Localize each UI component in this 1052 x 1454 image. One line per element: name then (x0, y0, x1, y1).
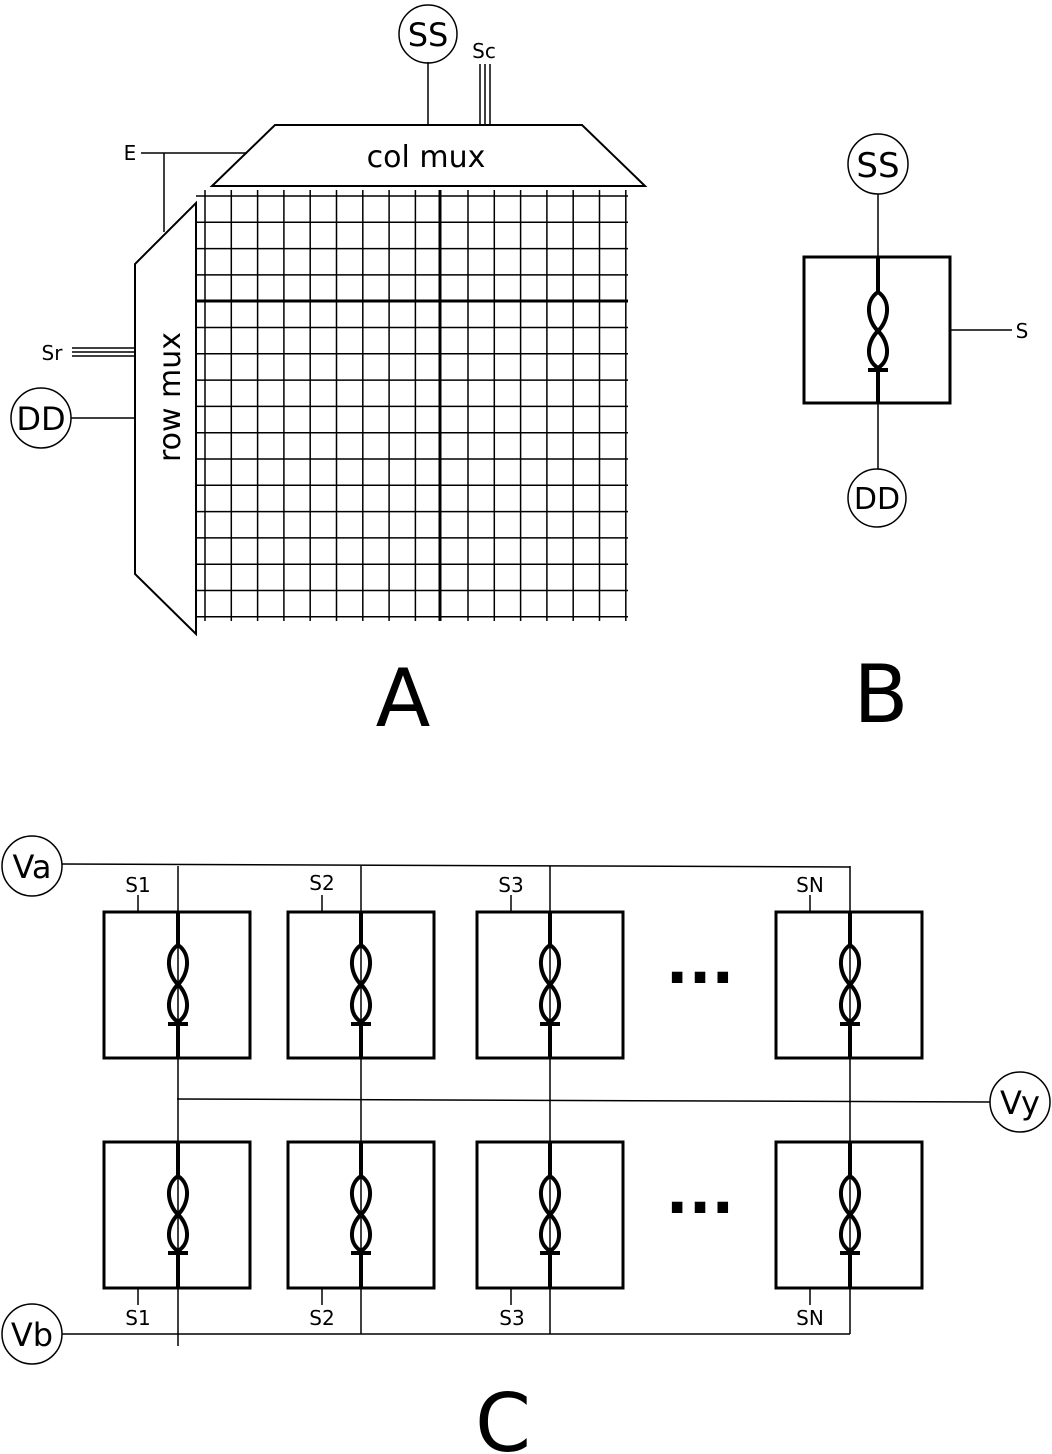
ss-label: SS (408, 16, 449, 54)
bottom-switch-label-2: S2 (309, 1306, 334, 1330)
panel-b: SS S DD B (802, 133, 1029, 741)
crossbar-grid (196, 190, 628, 621)
row-mux-label: row mux (153, 332, 188, 462)
memristor-twist (539, 943, 561, 1024)
va-terminal (1, 835, 63, 897)
top-switch-label-1: S1 (125, 873, 150, 897)
top-switch-label-3: S3 (498, 873, 523, 897)
panel-c: Va Vy Vb S1 S2 S3 SN S1 S2 S3 SN ··· ···… (1, 835, 1051, 1454)
memristor-twist (167, 1174, 189, 1253)
memristor-twist (839, 1174, 861, 1253)
memristor-twist (350, 943, 372, 1024)
sc-label: Sc (472, 39, 496, 63)
bottom-switch-label-1: S1 (125, 1306, 150, 1330)
b-dd-terminal (847, 468, 907, 528)
bottom-switch-label-3: S3 (499, 1306, 524, 1330)
memristor-twist (539, 1174, 561, 1253)
panel-c-label: C (475, 1377, 531, 1454)
memristor-twist (350, 1174, 372, 1253)
top-switch-label-2: S2 (309, 871, 334, 895)
panel-b-label: B (854, 648, 909, 741)
b-s-label: S (1016, 319, 1029, 343)
memristor-twist (167, 943, 189, 1024)
ellipsis-bottom: ··· (666, 1173, 734, 1243)
sr-bus (72, 347, 135, 357)
col-mux-label: col mux (367, 140, 486, 175)
b-dd-label: DD (854, 482, 900, 517)
vy-terminal (989, 1071, 1051, 1133)
e-label: E (124, 141, 137, 165)
sc-bus (479, 64, 491, 125)
memristor-twist (867, 290, 889, 370)
top-switch-label-n: SN (796, 873, 824, 897)
b-ss-label: SS (856, 146, 899, 186)
ss-terminal (398, 4, 458, 64)
vy-label: Vy (1000, 1084, 1040, 1122)
row-mux (134, 200, 197, 637)
va-label: Va (12, 848, 51, 886)
sr-label: Sr (42, 341, 64, 365)
vb-label: Vb (11, 1316, 53, 1354)
memristor-twist (839, 943, 861, 1024)
panel-a: col mux row mux SS Sc E Sr DD (10, 4, 648, 745)
panel-a-label: A (376, 652, 431, 745)
memristor-array (102, 866, 924, 1346)
dd-label: DD (16, 400, 65, 438)
b-memristor-icon (867, 257, 889, 403)
ellipsis-top: ··· (666, 943, 734, 1013)
bottom-switch-label-n: SN (796, 1306, 824, 1330)
dd-terminal (10, 387, 72, 449)
